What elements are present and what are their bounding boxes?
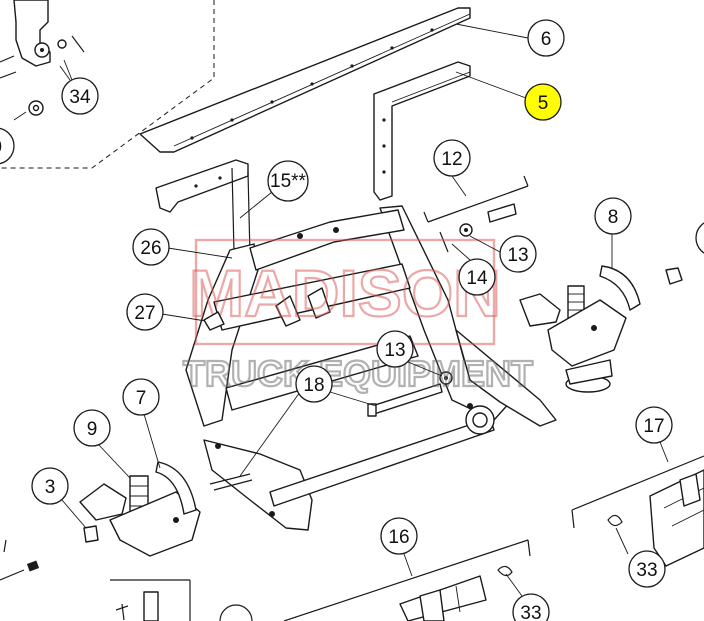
jack-8 xyxy=(519,265,683,393)
callout-12 xyxy=(433,139,471,177)
callout-27-label: 27 xyxy=(134,303,155,324)
callout-16 xyxy=(380,517,418,555)
callout-3-label: 3 xyxy=(45,477,56,498)
callout-26-label: 26 xyxy=(140,238,161,259)
callout-9 xyxy=(73,409,111,447)
callout-15-label: 15** xyxy=(270,171,307,192)
callouts: 6 5 34 10 15** 12 8 26 13 14 27 xyxy=(0,19,704,621)
callout-33-right-label: 33 xyxy=(636,560,657,581)
callout-17 xyxy=(635,406,673,444)
inset-assembly xyxy=(0,0,215,169)
callout-13-lower xyxy=(376,330,414,368)
callout-15 xyxy=(267,160,309,202)
callout-7 xyxy=(122,378,160,416)
assembly-17 xyxy=(571,455,704,567)
callout-16-label: 16 xyxy=(388,527,409,548)
pin-18 xyxy=(367,383,443,417)
callout-14 xyxy=(458,258,496,296)
callout-partial-right xyxy=(695,222,704,254)
callout-34 xyxy=(61,77,99,115)
watermark: MADISON TRUCK EQUIPMENT xyxy=(182,238,534,395)
callout-27 xyxy=(126,293,164,331)
bottom-left-parts xyxy=(0,539,253,621)
callout-6 xyxy=(527,19,565,57)
callout-34-label: 34 xyxy=(69,87,91,108)
callout-18 xyxy=(295,365,333,403)
main-frame xyxy=(185,205,557,531)
callout-26 xyxy=(132,228,170,266)
callout-8 xyxy=(594,197,632,235)
callout-33-bottom xyxy=(512,593,550,621)
callout-5 xyxy=(524,83,562,121)
watermark-box xyxy=(194,238,496,346)
callout-10-label: 10 xyxy=(0,137,2,158)
callout-13-upper-label: 13 xyxy=(507,245,528,266)
pin-group-12 xyxy=(423,175,529,253)
callout-14-label: 14 xyxy=(466,268,488,289)
callout-5-label: 5 xyxy=(538,93,549,114)
callout-10 xyxy=(0,127,15,165)
callout-12-label: 12 xyxy=(441,149,462,170)
top-rail xyxy=(139,7,471,153)
callout-7-label: 7 xyxy=(136,388,147,409)
callout-8-label: 8 xyxy=(608,207,619,228)
jack-7 xyxy=(79,461,201,557)
watermark-line2: TRUCK EQUIPMENT xyxy=(183,353,533,394)
assembly-16 xyxy=(283,539,531,621)
callout-3 xyxy=(31,467,69,505)
left-bracket xyxy=(155,159,251,257)
callout-18-label: 18 xyxy=(303,375,324,396)
callout-13-lower-label: 13 xyxy=(384,340,405,361)
second-rail xyxy=(373,61,471,201)
callout-13-upper xyxy=(499,235,537,273)
watermark-line1: MADISON xyxy=(189,256,501,330)
callout-6-label: 6 xyxy=(541,29,552,50)
callout-9-label: 9 xyxy=(87,419,98,440)
callout-33-bottom-label: 33 xyxy=(520,603,541,621)
callout-17-label: 17 xyxy=(643,416,664,437)
callout-33-right xyxy=(628,550,666,588)
